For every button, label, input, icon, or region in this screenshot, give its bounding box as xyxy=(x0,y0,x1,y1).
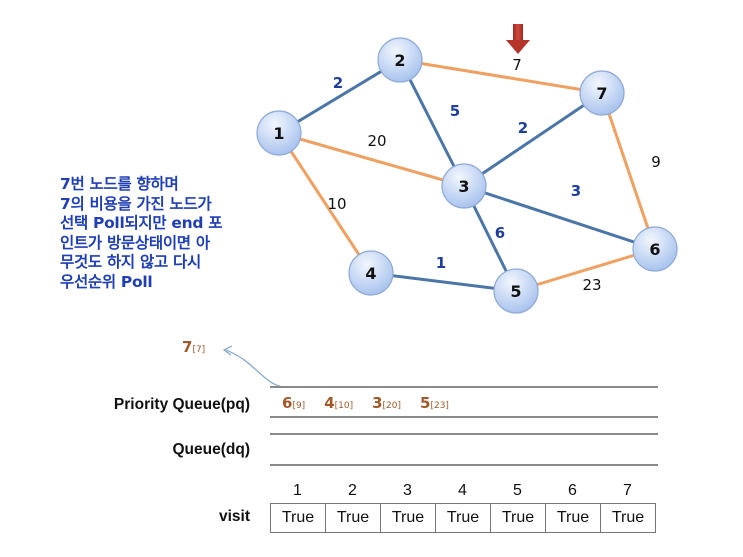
node-label: 2 xyxy=(394,51,405,70)
edge-weight-label: 3 xyxy=(571,182,581,200)
queue-top-line xyxy=(270,433,658,435)
visit-label: visit xyxy=(218,508,250,525)
visit-cell: True xyxy=(270,503,326,533)
queue-label: Queue(dq) xyxy=(172,441,251,458)
visit-header: 7 xyxy=(623,482,632,499)
edge-2-3 xyxy=(398,59,466,187)
popped-cost: [7] xyxy=(192,345,206,355)
edge-weight-label: 7 xyxy=(512,56,522,74)
visit-header: 1 xyxy=(293,482,302,499)
edge-1-4 xyxy=(277,132,373,274)
priority-queue-label: Priority Queue(pq) xyxy=(113,396,250,413)
node-label: 4 xyxy=(365,264,376,283)
node-label: 5 xyxy=(510,282,521,301)
visit-header: 6 xyxy=(568,482,577,499)
graph-node-7: 7 xyxy=(579,70,625,116)
explanation-note: 7번 노드를 향하며 7의 비용을 가진 노드가 선택 Poll되지만 end … xyxy=(60,175,270,292)
edge-weight-label: 9 xyxy=(651,153,661,171)
visit-cell: True xyxy=(435,503,491,533)
visit-header: 3 xyxy=(403,482,412,499)
pq-item: 3[20] xyxy=(372,394,402,412)
visit-cell: True xyxy=(600,503,656,533)
pq-bottom-line xyxy=(270,416,658,418)
edge-weight-label: 5 xyxy=(450,102,460,120)
node-label: 3 xyxy=(458,177,469,196)
edge-3-7 xyxy=(463,91,603,188)
edge-7-6 xyxy=(600,92,657,250)
edge-4-5 xyxy=(370,271,517,293)
edge-weight-label: 1 xyxy=(436,254,446,272)
priority-queue-items: 6[9] 4[10] 3[20] 5[23] xyxy=(282,394,449,412)
visit-cell: True xyxy=(545,503,601,533)
note-line: 선택 Poll되지만 end 포 xyxy=(60,214,223,232)
edge-weight-label: 10 xyxy=(327,195,346,213)
edge-5-6 xyxy=(515,247,656,293)
pq-item: 4[10] xyxy=(324,394,354,412)
arrow-head xyxy=(222,345,233,356)
note-line: 인트가 방문상태이면 아 xyxy=(60,233,210,252)
down-arrow-icon xyxy=(506,24,530,54)
visit-cell: True xyxy=(490,503,546,533)
edge-weight-label: 23 xyxy=(582,276,601,294)
edge-weight-label: 6 xyxy=(495,224,505,242)
graph-node-3: 3 xyxy=(441,163,487,209)
graph-node-1: 1 xyxy=(256,110,302,156)
visit-cell: True xyxy=(325,503,381,533)
popped-node: 7 xyxy=(182,338,193,356)
visit-table: True True True True True True True xyxy=(270,503,656,533)
graph-node-6: 6 xyxy=(632,226,678,272)
graph-node-5: 5 xyxy=(493,268,539,314)
node-label: 1 xyxy=(273,124,284,143)
table-row: True True True True True True True xyxy=(270,503,656,533)
edge-2-7 xyxy=(399,58,603,95)
curved-arrow-icon xyxy=(225,349,284,388)
note-line: 7의 비용을 가진 노드가 xyxy=(60,194,212,213)
visit-header: 2 xyxy=(348,482,357,499)
popped-item: 7[7] xyxy=(182,338,205,356)
pq-item: 6[9] xyxy=(282,394,306,412)
edge-weight-label: 20 xyxy=(367,132,386,150)
graph-node-4: 4 xyxy=(348,250,394,296)
visit-cell: True xyxy=(380,503,436,533)
pq-item: 5[23] xyxy=(420,394,449,412)
pq-top-line xyxy=(270,386,658,388)
edge-weight-label: 2 xyxy=(333,74,343,92)
graph-edges xyxy=(277,58,657,293)
edge-1-2 xyxy=(278,58,401,135)
visit-header: 4 xyxy=(458,482,467,499)
visit-header: 5 xyxy=(513,482,522,499)
node-label: 7 xyxy=(596,84,607,103)
note-line: 우선순위 Poll xyxy=(60,272,153,291)
note-line: 무것도 하지 않고 다시 xyxy=(60,253,201,271)
note-line: 7번 노드를 향하며 xyxy=(60,175,179,193)
edge-3-6 xyxy=(463,184,656,251)
graph-node-2: 2 xyxy=(377,37,423,83)
node-label: 6 xyxy=(649,240,660,259)
visit-headers: 1 2 3 4 5 6 7 xyxy=(270,482,655,500)
edge-1-3 xyxy=(278,131,465,188)
queue-bottom-line xyxy=(270,464,658,466)
edge-weight-label: 2 xyxy=(518,119,528,137)
